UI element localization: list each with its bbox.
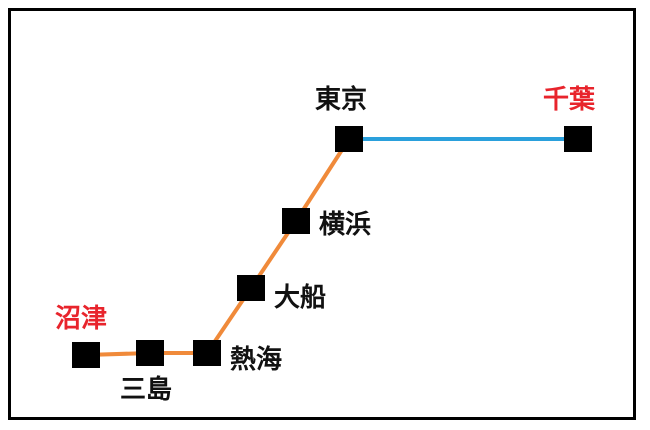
station-label-mishima: 三島 [120, 375, 172, 405]
station-label-chiba: 千葉 [543, 85, 596, 115]
station-label-yokohama: 横浜 [319, 210, 371, 240]
station-label-ofuna: 大船 [274, 282, 326, 313]
station-marker-yokohama [282, 208, 310, 234]
station-marker-numazu [72, 342, 100, 368]
stations-layer [72, 126, 592, 368]
orange-line-segment-yokohama-tokyo [294, 137, 351, 223]
station-marker-atami [193, 340, 221, 366]
station-label-atami: 熱海 [230, 345, 282, 375]
labels-layer: 沼津 三島 熱海 大船 横浜 東京 千葉 [55, 84, 596, 405]
station-marker-chiba [564, 126, 592, 152]
station-marker-ofuna [237, 275, 265, 301]
diagram-frame [8, 8, 636, 420]
station-label-tokyo: 東京 [315, 84, 367, 115]
station-marker-mishima [136, 340, 164, 366]
station-label-numazu: 沼津 [55, 304, 107, 334]
lines-layer [84, 137, 580, 357]
station-marker-tokyo [335, 126, 363, 152]
